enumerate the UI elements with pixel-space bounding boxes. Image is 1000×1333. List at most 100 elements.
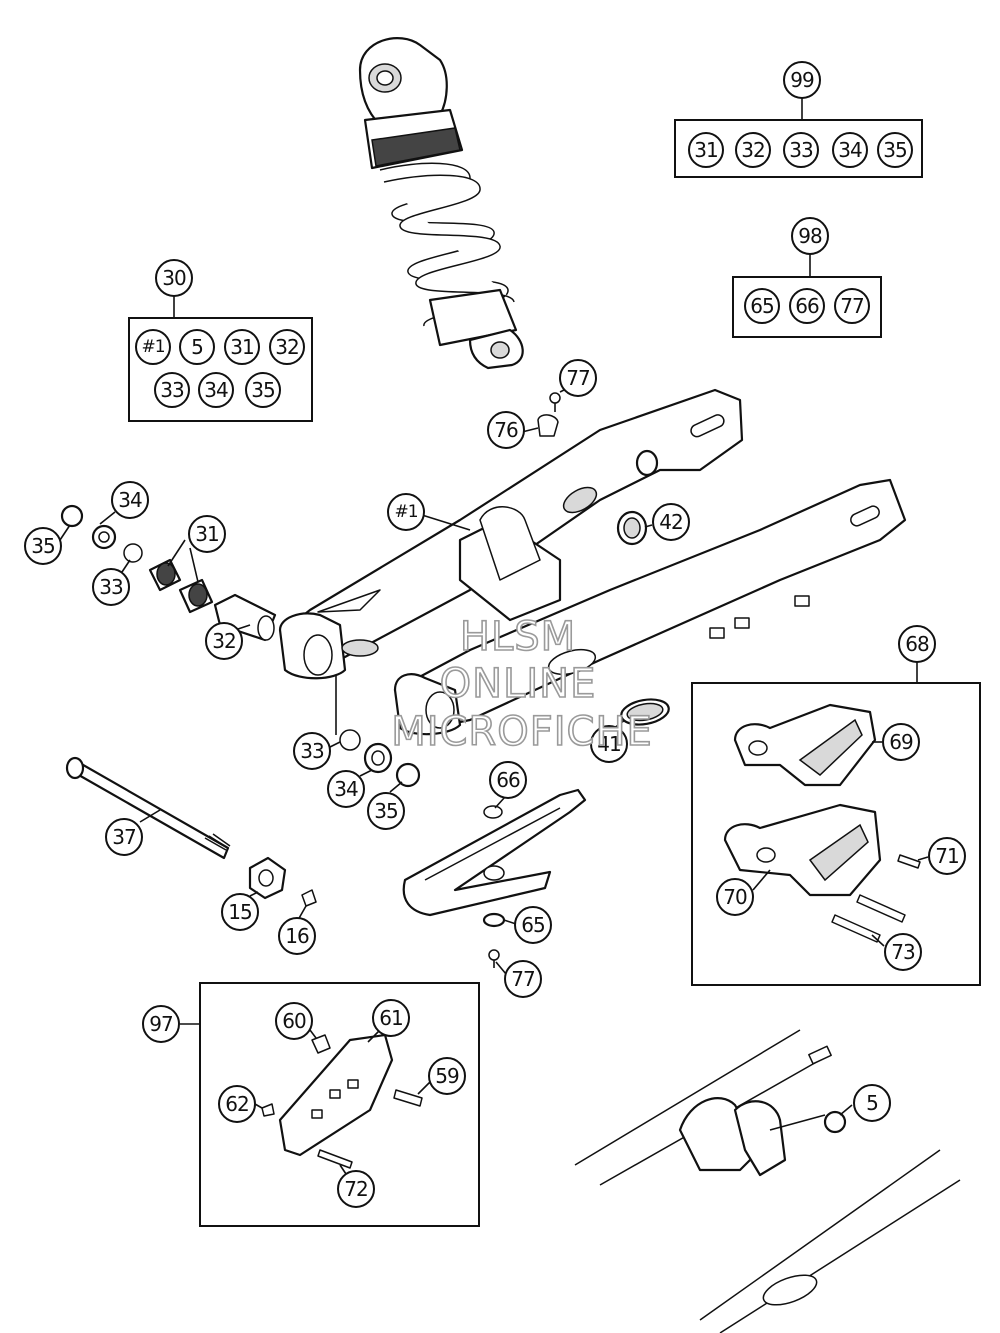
kit-99-item-4: 34: [832, 132, 868, 168]
svg-text:35: 35: [251, 378, 274, 402]
bolt-77-lower-drawing: [488, 949, 500, 968]
svg-text:32: 32: [275, 335, 298, 359]
swingarm-drawing: [278, 388, 907, 736]
svg-text:30: 30: [162, 266, 186, 290]
screw-71-drawing: [897, 854, 921, 869]
svg-text:34: 34: [118, 488, 142, 512]
callout-98: 98: [791, 217, 829, 255]
callout-77-lower: 77: [504, 960, 542, 998]
svg-text:59: 59: [435, 1064, 459, 1088]
chain-guide-70-drawing: [723, 803, 882, 897]
clip-76-drawing: [537, 414, 559, 437]
callout-61: 61: [372, 999, 410, 1037]
svg-text:68: 68: [905, 632, 929, 656]
callout-99: 99: [783, 61, 821, 99]
pivot-shaft-37-drawing: [65, 756, 231, 860]
kit-30-item-6: 34: [198, 372, 234, 408]
kit-30-group: [128, 296, 313, 422]
svg-text:42: 42: [659, 510, 682, 534]
svg-text:60: 60: [282, 1009, 306, 1033]
kit-30-item-7: 35: [245, 372, 281, 408]
svg-text:77: 77: [566, 366, 590, 390]
callout-15: 15: [221, 893, 259, 931]
svg-text:33: 33: [99, 575, 123, 599]
callout-77-top: 77: [559, 359, 597, 397]
svg-text:73: 73: [891, 940, 915, 964]
callout-73: 73: [884, 933, 922, 971]
svg-text:33: 33: [300, 739, 324, 763]
svg-text:16: 16: [285, 924, 309, 948]
callout-42: 42: [652, 503, 690, 541]
kit-97-group: [180, 982, 480, 1227]
kit-30-item-3: 31: [224, 329, 260, 365]
callout-66: 66: [489, 761, 527, 799]
callout-30: 30: [155, 259, 193, 297]
kit-98-group: [732, 253, 882, 338]
watermark: HLSM ONLINE MICROFICHE: [390, 613, 652, 756]
svg-text:32: 32: [741, 138, 764, 162]
kit-30-box: [128, 317, 313, 422]
svg-text:62: 62: [225, 1092, 248, 1116]
svg-text:37: 37: [112, 825, 136, 849]
svg-text:33: 33: [789, 138, 813, 162]
chain-guide-69-drawing: [733, 703, 877, 787]
screws-73-drawing: [831, 894, 906, 943]
kit-99-box: [674, 119, 923, 178]
callout-72: 72: [337, 1170, 375, 1208]
kit-30-item-4: 32: [269, 329, 305, 365]
callout-97: 97: [142, 1005, 180, 1043]
pivot-bearing-parts-left: [60, 504, 277, 642]
callout-35-lower: 35: [367, 792, 405, 830]
kit-98-item-3: 77: [834, 288, 870, 324]
callout-34-lower: 34: [327, 770, 365, 808]
svg-text:31: 31: [230, 335, 253, 359]
svg-text:32: 32: [212, 629, 235, 653]
svg-text:35: 35: [883, 138, 906, 162]
callout-68: 68: [898, 625, 936, 663]
svg-text:99: 99: [790, 68, 814, 92]
svg-text:41: 41: [597, 732, 620, 756]
washer-65-drawing: [482, 912, 506, 928]
svg-text:34: 34: [838, 138, 862, 162]
kit-68-box: [691, 682, 981, 986]
svg-text:72: 72: [344, 1177, 367, 1201]
svg-text:77: 77: [840, 294, 864, 318]
detail-inset-drawing: [574, 1029, 961, 1333]
kit-97-box: [199, 982, 480, 1227]
svg-text:61: 61: [379, 1006, 402, 1030]
callout-60: 60: [275, 1002, 313, 1040]
svg-text:5: 5: [191, 335, 203, 359]
callout-16: 16: [278, 917, 316, 955]
kit-99-item-5: 35: [877, 132, 913, 168]
svg-text:#1: #1: [141, 337, 164, 357]
svg-text:65: 65: [750, 294, 773, 318]
chain-slider-66-drawing: [402, 788, 587, 917]
chain-guide-61-drawing: [278, 1033, 394, 1157]
callout-41: 41: [590, 725, 628, 763]
callout-76: 76: [487, 411, 525, 449]
kit-99-item-1: 31: [688, 132, 724, 168]
plug-42-drawing: [616, 510, 648, 546]
pivot-bearing-parts-lower: [335, 675, 421, 788]
callout-65: 65: [514, 906, 552, 944]
watermark-line-1: HLSM: [460, 614, 576, 660]
callout-35-upper: 35: [24, 527, 62, 565]
kit-98-item-1: 65: [744, 288, 780, 324]
svg-text:70: 70: [723, 885, 747, 909]
svg-text:#1: #1: [394, 502, 417, 522]
svg-text:31: 31: [694, 138, 717, 162]
svg-text:69: 69: [889, 730, 913, 754]
callout-33-lower: 33: [293, 732, 331, 770]
svg-text:97: 97: [149, 1012, 173, 1036]
svg-text:35: 35: [374, 799, 397, 823]
kit-99-item-3: 33: [783, 132, 819, 168]
svg-text:76: 76: [494, 418, 518, 442]
svg-text:34: 34: [204, 378, 228, 402]
callout-59: 59: [428, 1057, 466, 1095]
kit-99-group: [674, 98, 923, 178]
callout-69: 69: [882, 723, 920, 761]
bolt-77-drawing: [549, 392, 561, 412]
cap-16-drawing: [301, 889, 317, 907]
svg-text:98: 98: [798, 224, 822, 248]
kit-98-item-2: 66: [789, 288, 825, 324]
